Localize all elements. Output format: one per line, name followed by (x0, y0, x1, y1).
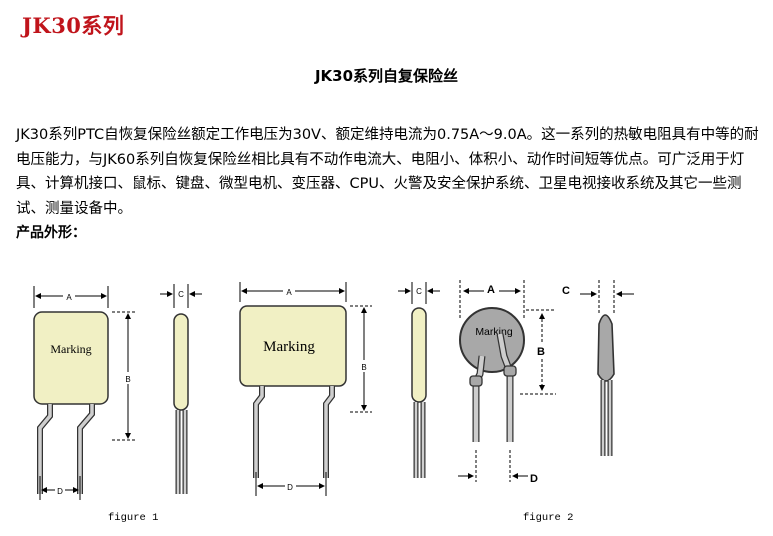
figure1-large-dim-a: A (286, 288, 292, 297)
figure1-large-marking: Marking (263, 339, 315, 355)
figure1-small-dim-c: C (178, 290, 184, 299)
figure1-large-dim-b: B (361, 363, 366, 372)
product-outline-drawing: Marking A B D C Marking (33, 280, 634, 500)
figure1-small-dim-b: B (125, 375, 130, 384)
figure1-large-dim-d: D (287, 483, 293, 492)
figure2-dim-a: A (487, 284, 495, 296)
figure1-small-part: Marking (33, 311, 109, 494)
figure1-small-marking: Marking (50, 342, 91, 356)
figure2-dim-c: C (562, 285, 570, 297)
figure2-marking: Marking (475, 326, 513, 338)
figure1-large-dim-c: C (416, 287, 422, 296)
figure1-caption: figure 1 (108, 512, 159, 524)
article-title: JK30系列自复保险丝 (314, 67, 459, 85)
figure1-small-dim-d: D (57, 487, 63, 496)
page-title: JK30系列 (22, 13, 125, 38)
product-shape-heading: 产品外形： (16, 225, 86, 241)
figure1-large-side-view (411, 307, 427, 478)
figure2-caption: figure 2 (523, 512, 574, 524)
figure2-dim-d: D (530, 473, 538, 485)
figure2-side-view (597, 314, 615, 456)
figure2-dim-b: B (537, 346, 545, 358)
description-paragraph: JK30系列PTC自恢复保险丝额定工作电压为30V、额定维持电流为0.75A～9… (16, 127, 759, 217)
figure1-small-dim-a: A (66, 293, 72, 302)
figure1-large-part: Marking (239, 305, 347, 478)
figure2-disc-part: Marking (459, 307, 525, 442)
figure1-small-side-view (173, 313, 189, 494)
